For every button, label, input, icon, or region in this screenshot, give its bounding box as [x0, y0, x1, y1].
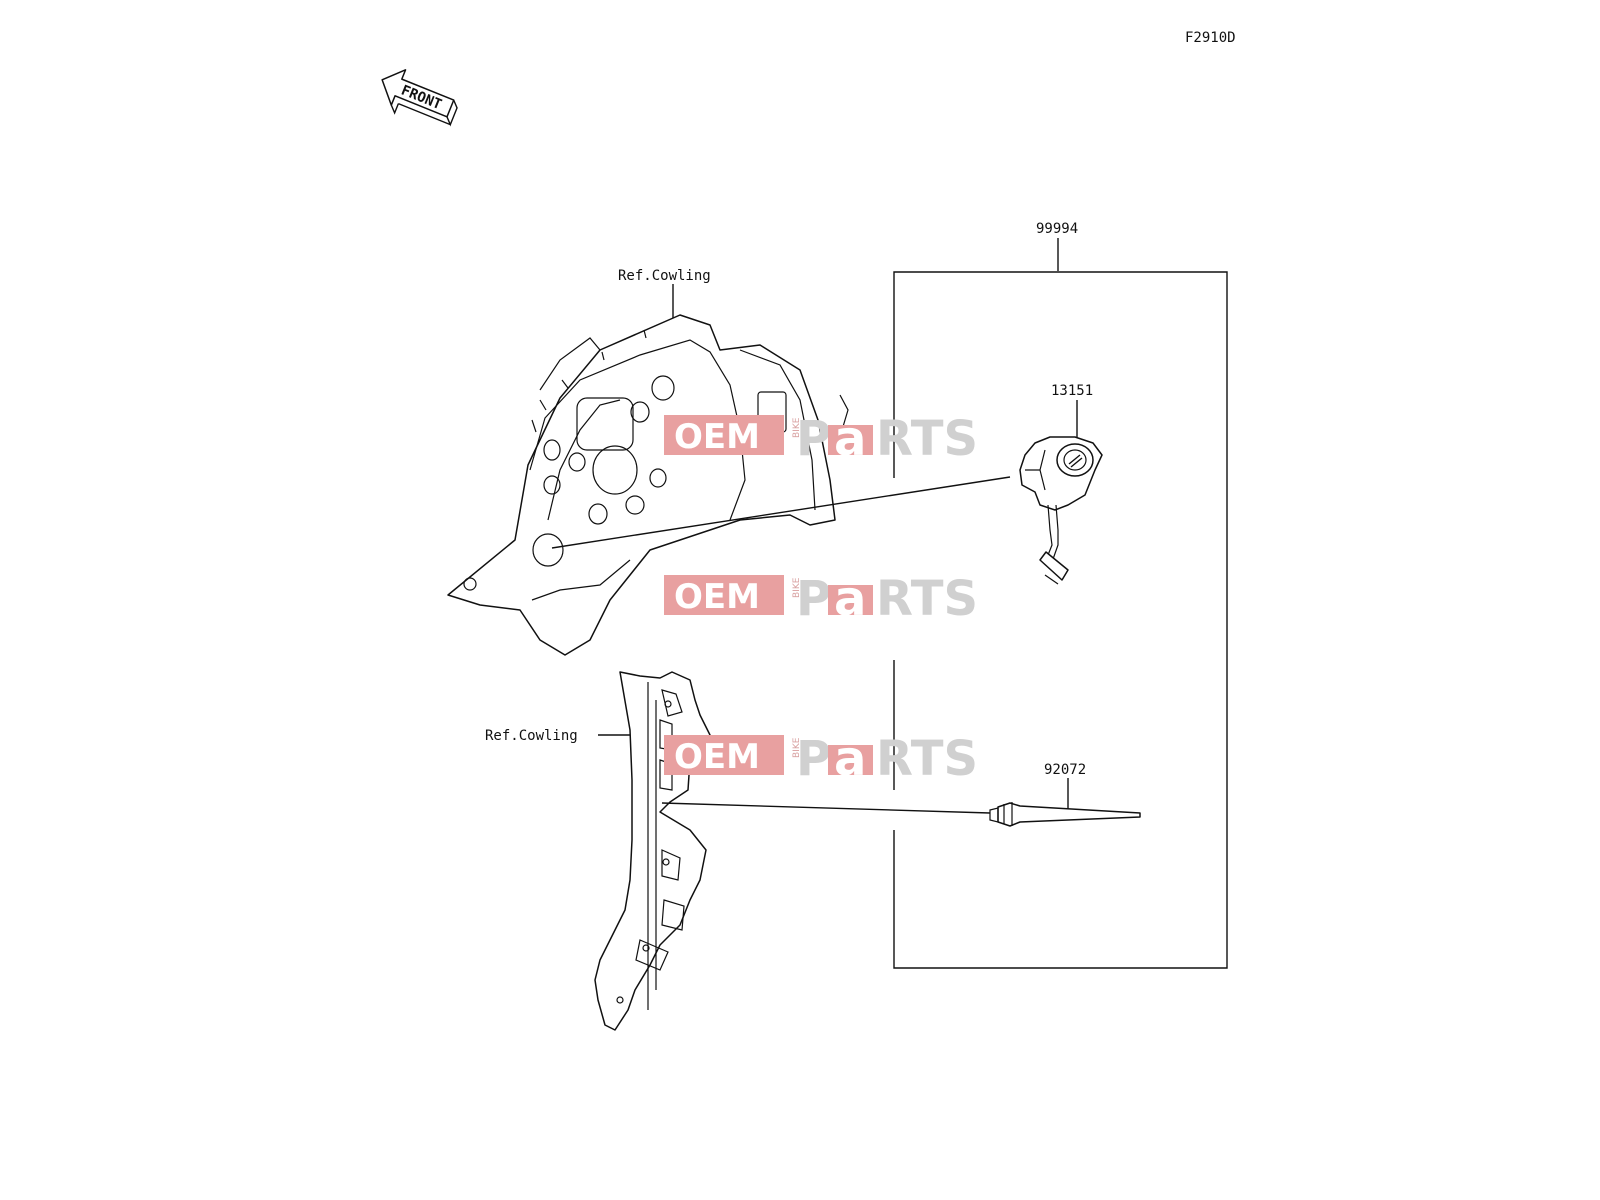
- callout-ref-cowling-lower: Ref.Cowling: [485, 728, 578, 744]
- svg-text:OEM: OEM: [674, 417, 760, 457]
- socket-mounting-line: [551, 476, 1011, 549]
- lower-cowling-part: Ref.Cowling: [485, 671, 711, 1031]
- callout-socket-number: 13151: [1051, 383, 1093, 399]
- svg-text:RTS: RTS: [876, 571, 978, 627]
- svg-text:OEM: OEM: [674, 577, 760, 617]
- svg-text:OEM: OEM: [674, 737, 760, 777]
- svg-text:BIKE: BIKE: [792, 737, 802, 758]
- svg-text:P: P: [796, 411, 831, 467]
- band-clamp-part: [989, 802, 1141, 827]
- clamp-mounting-line: [661, 802, 991, 814]
- svg-text:RTS: RTS: [876, 731, 978, 787]
- diagram-code: F2910D: [1185, 30, 1236, 46]
- svg-text:a: a: [834, 571, 866, 627]
- svg-text:P: P: [796, 731, 831, 787]
- callout-ref-cowling-upper: Ref.Cowling: [618, 268, 711, 284]
- callout-clamp-number: 92072: [1044, 762, 1086, 778]
- upper-cowling-part: Ref.Cowling: [447, 268, 849, 656]
- callout-kit-number: 99994: [1036, 221, 1078, 237]
- watermark-logo: OEM BIKE P a RTS OEM BIKE P a RTS OEM BI…: [664, 411, 978, 787]
- svg-text:P: P: [796, 571, 831, 627]
- front-direction-arrow-icon: FRONT: [381, 69, 458, 127]
- kit-bracket-frame: [893, 271, 1228, 969]
- svg-text:a: a: [834, 731, 866, 787]
- svg-text:a: a: [834, 411, 866, 467]
- dc-socket-part: [1019, 436, 1103, 585]
- svg-text:BIKE: BIKE: [792, 417, 802, 438]
- svg-text:RTS: RTS: [876, 411, 978, 467]
- svg-text:BIKE: BIKE: [792, 577, 802, 598]
